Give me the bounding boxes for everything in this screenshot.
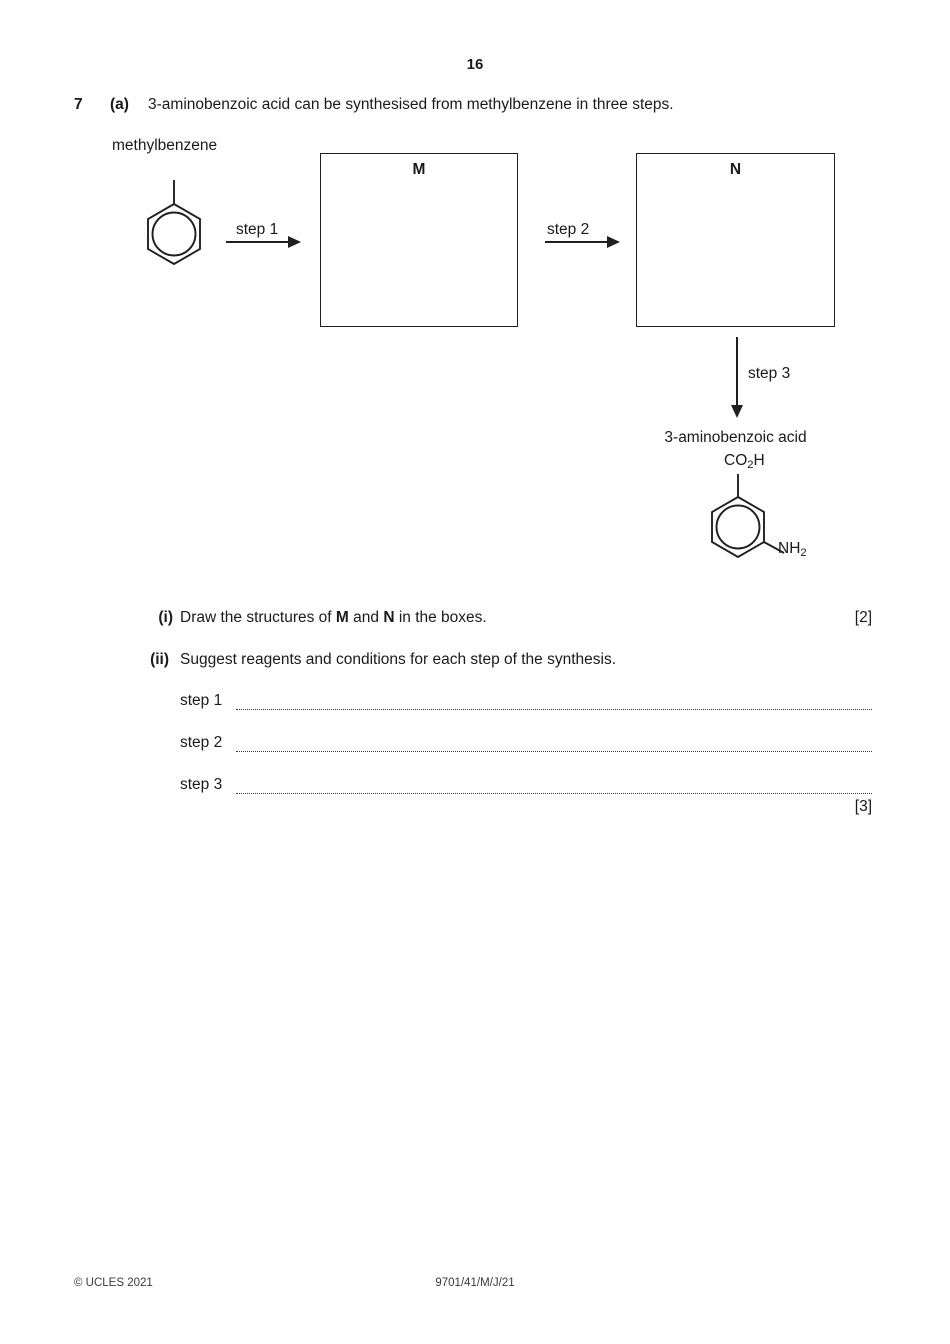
carboxyl-group-label: CO2H <box>724 452 765 472</box>
answer-line-step2-label: step 2 <box>180 734 223 751</box>
arrow-head-icon <box>288 235 301 248</box>
box-m-letter: M <box>412 161 426 178</box>
amine-group-label: NH2 <box>778 540 807 560</box>
subpart-i-text: Draw the structures of M and N in the bo… <box>180 609 487 626</box>
step1-label: step 1 <box>236 221 279 238</box>
dotted-rule <box>236 793 872 794</box>
methylbenzene-structure <box>130 178 220 283</box>
subpart-ii-numeral: (ii) <box>150 651 169 668</box>
subpart-i-marks: [2] <box>854 609 872 626</box>
subpart-ii-text: Suggest reagents and conditions for each… <box>180 651 616 668</box>
answer-line-step1[interactable]: step 1 <box>180 692 872 714</box>
arrow-shaft <box>226 241 290 243</box>
answer-line-step1-label: step 1 <box>180 692 223 709</box>
question-stem: 3-aminobenzoic acid can be synthesised f… <box>148 96 674 113</box>
answer-line-step3[interactable]: step 3 <box>180 776 872 798</box>
subpart-i-numeral: (i) <box>158 609 173 626</box>
step1-arrow: step 1 <box>226 221 302 253</box>
page-number: 16 <box>466 56 484 73</box>
subpart-ii-marks: [3] <box>854 798 872 815</box>
step3-label: step 3 <box>748 365 791 382</box>
dotted-rule <box>236 751 872 752</box>
step2-label: step 2 <box>547 221 590 238</box>
arrow-shaft <box>736 337 738 407</box>
aminobenzoic-acid-structure: CO2H NH2 <box>692 452 832 582</box>
answer-line-step3-label: step 3 <box>180 776 223 793</box>
box-n-letter: N <box>729 161 742 178</box>
dotted-rule <box>236 709 872 710</box>
product-label: 3-aminobenzoic acid <box>664 429 807 446</box>
answer-line-step2[interactable]: step 2 <box>180 734 872 756</box>
step2-arrow: step 2 <box>545 221 623 253</box>
arrow-head-icon <box>607 235 620 248</box>
step3-arrow: step 3 <box>726 337 790 419</box>
question-number: 7 <box>74 96 83 113</box>
question-part-label: (a) <box>110 96 129 113</box>
arrow-shaft <box>545 241 609 243</box>
footer-copyright: © UCLES 2021 <box>74 1277 153 1289</box>
reactant-label: methylbenzene <box>112 137 218 154</box>
footer-paper-code: 9701/41/M/J/21 <box>435 1277 515 1289</box>
structure-box-m[interactable]: M <box>320 153 518 327</box>
structure-box-n[interactable]: N <box>636 153 835 327</box>
arrow-head-icon <box>730 405 743 418</box>
